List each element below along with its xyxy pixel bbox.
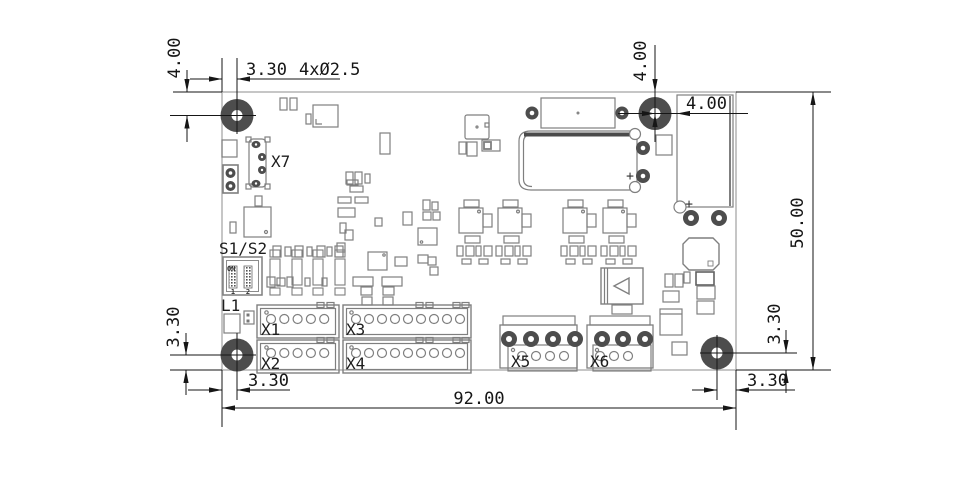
- power-connector: [673, 94, 734, 226]
- ic-top: [305, 104, 339, 128]
- dim-board-height: 50.00: [788, 197, 808, 248]
- label-x6: X6: [590, 352, 609, 371]
- power-plus-mark: +: [685, 197, 693, 212]
- dim-top-left-height: 4.00: [165, 38, 185, 79]
- connector-x4: [342, 336, 472, 374]
- connector-x2: [256, 336, 340, 374]
- label-x1: X1: [261, 320, 280, 339]
- dim-top-right-height: 4.00: [631, 41, 651, 82]
- capacitor-plus-mark: +: [626, 169, 634, 184]
- ic-mid2: [417, 227, 438, 246]
- dim-hole-callout: 4xØ2.5: [299, 60, 360, 80]
- dim-board-width: 92.00: [453, 389, 504, 409]
- connector-x7: [245, 136, 271, 190]
- inductor: [682, 237, 720, 271]
- label-x4: X4: [346, 354, 365, 373]
- label-s1s2: S1/S2: [219, 239, 267, 258]
- smd-dual-pad: [243, 310, 255, 325]
- connector-x6: [586, 315, 654, 372]
- ic-mid: [367, 251, 388, 271]
- dip-pos1-label: 1: [231, 288, 235, 296]
- dip-switch-s1s2: [222, 256, 263, 296]
- text-layer: 4.00 3.30 4xØ2.5 4.00 4.00 50.00 3.30 3.…: [164, 38, 808, 409]
- label-l1: L1: [221, 296, 240, 315]
- dim-bottom-right-offset: 3.30: [747, 371, 788, 391]
- connector-x1: [256, 301, 340, 339]
- dip-pos2-label: 2: [246, 288, 250, 296]
- smd-part: [254, 195, 263, 207]
- component-l1: [223, 313, 241, 334]
- dim-bottom-left-offset: 3.30: [248, 371, 289, 391]
- connector-x5: [499, 315, 583, 372]
- component-layer: [221, 94, 734, 374]
- dim-top-right-offset: 4.00: [686, 94, 727, 114]
- label-x3: X3: [346, 320, 365, 339]
- board-outline: [221, 91, 737, 371]
- dim-right-hole-offset: 3.30: [765, 304, 785, 345]
- label-x5: X5: [511, 352, 530, 371]
- dim-left-hole-offset: 3.30: [164, 307, 184, 348]
- diode: [600, 267, 644, 315]
- ic-center: [458, 114, 501, 157]
- ic-left: [243, 206, 272, 238]
- dip-on-label: ON: [227, 265, 235, 273]
- jumper-header: [222, 164, 239, 194]
- dim-top-left-offset: 3.30: [246, 60, 287, 80]
- label-x7: X7: [271, 152, 290, 171]
- smd-part: [229, 221, 237, 234]
- smd-pad: [221, 139, 238, 158]
- crystal: [525, 97, 629, 129]
- dimension-layer: [170, 45, 831, 430]
- connector-x3: [342, 301, 472, 339]
- capacitor-body: [518, 127, 650, 194]
- label-x2: X2: [261, 354, 280, 373]
